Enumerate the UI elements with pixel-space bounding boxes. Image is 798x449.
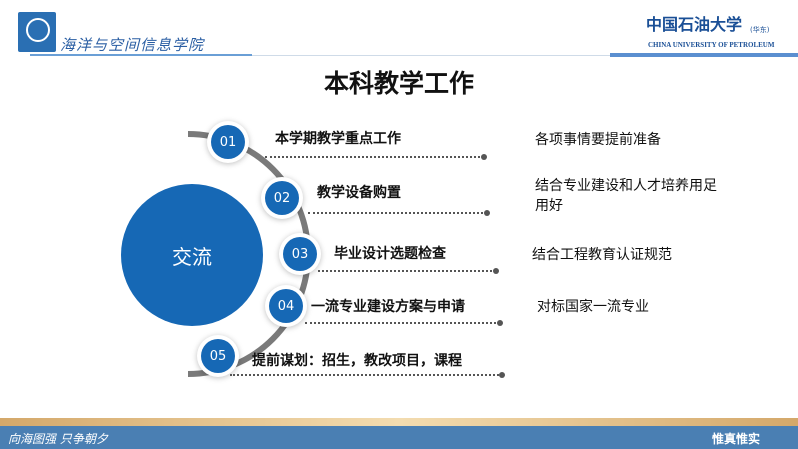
- dotted-leader: [305, 322, 500, 324]
- header-divider: [610, 53, 798, 57]
- college-name: 海洋与空间信息学院: [60, 36, 205, 54]
- dotted-leader: [308, 212, 487, 214]
- dotted-leader: [318, 270, 496, 272]
- step-number-badge: 04: [269, 289, 303, 323]
- leader-endpoint: [484, 210, 490, 216]
- step-note: 各项事情要提前准备: [535, 132, 661, 148]
- step-number-badge: 02: [265, 181, 299, 215]
- step-note: 结合专业建设和人才培养用足用好: [535, 178, 717, 214]
- step-title: 本学期教学重点工作: [275, 131, 401, 147]
- header-divider: [30, 54, 252, 56]
- page-title: 本科教学工作: [323, 69, 474, 98]
- leader-endpoint: [497, 320, 503, 326]
- header-divider: [252, 55, 610, 56]
- step-title: 毕业设计选题检查: [334, 246, 446, 262]
- step-number-badge: 03: [283, 237, 317, 271]
- university-tag: (华东): [750, 26, 770, 34]
- footer-motto-right: 惟真惟实: [712, 432, 761, 446]
- step-title: 一流专业建设方案与申请: [311, 299, 465, 315]
- step-title: 提前谋划：招生，教改项目，课程: [252, 353, 462, 369]
- step-note: 结合工程教育认证规范: [532, 247, 672, 263]
- university-logo: 中国石油大学: [646, 15, 743, 34]
- footer-bar: [0, 426, 798, 449]
- step-number-badge: 01: [211, 125, 245, 159]
- college-logo: [18, 12, 56, 52]
- leader-endpoint: [481, 154, 487, 160]
- dotted-leader: [265, 156, 484, 158]
- leader-endpoint: [493, 268, 499, 274]
- step-title: 教学设备购置: [317, 185, 401, 201]
- dotted-leader: [230, 374, 502, 376]
- step-note: 对标国家一流专业: [537, 299, 649, 315]
- center-label: 交流: [172, 244, 212, 269]
- university-english-name: CHINA UNIVERSITY OF PETROLEUM: [648, 41, 775, 49]
- step-number-badge: 05: [201, 339, 235, 373]
- footer-stripe: [0, 418, 798, 426]
- center-circle: 交流: [121, 184, 263, 326]
- footer-motto-left: 向海图强 只争朝夕: [8, 432, 108, 446]
- leader-endpoint: [499, 372, 505, 378]
